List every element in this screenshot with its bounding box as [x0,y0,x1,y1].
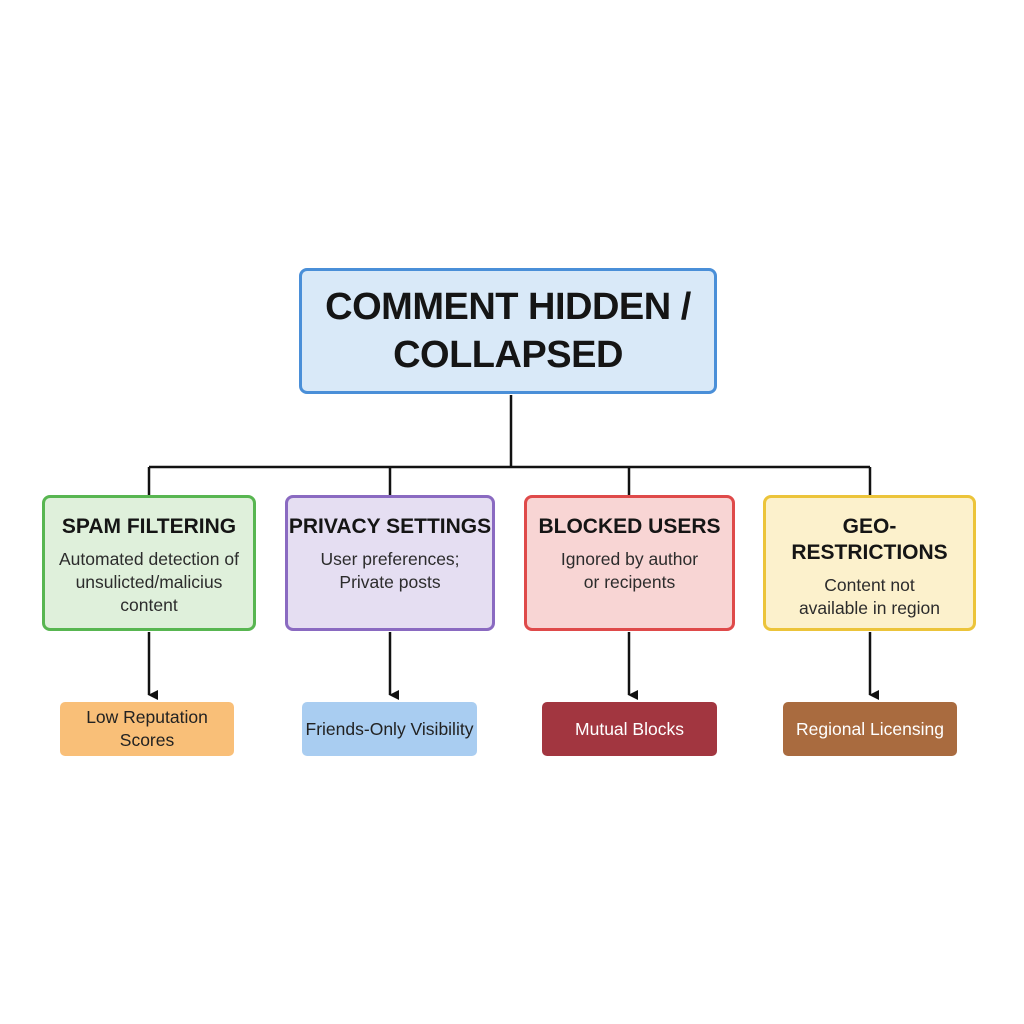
category-description: Content not available in region [798,575,941,618]
sub-node-friends-only-visibility: Friends-Only Visibility [302,702,477,756]
sub-node-mutual-blocks: Mutual Blocks [542,702,717,756]
category-description: User preferences; Private posts [320,549,460,592]
root-node: COMMENT HIDDEN / COLLAPSED [299,268,717,394]
category-title: GEO-RESTRICTIONS [791,515,948,564]
category-spam-filtering: SPAM FILTERING Automated detection of un… [42,495,256,631]
root-node-title: COMMENT HIDDEN / COLLAPSED [325,286,691,376]
category-description: Automated detection of unsulicted/malici… [59,549,239,615]
category-privacy-settings: PRIVACY SETTINGS User preferences; Priva… [285,495,495,631]
category-blocked-users: BLOCKED USERS Ignored by author or recip… [524,495,735,631]
sub-node-regional-licensing: Regional Licensing [783,702,957,756]
category-title: PRIVACY SETTINGS [288,515,492,538]
category-title: SPAM FILTERING [61,515,237,538]
category-title: BLOCKED USERS [538,515,721,538]
category-geo-restrictions: GEO-RESTRICTIONS Content not available i… [763,495,976,631]
category-description: Ignored by author or recipents [560,549,699,592]
sub-node-low-reputation-scores: Low Reputation Scores [60,702,234,756]
